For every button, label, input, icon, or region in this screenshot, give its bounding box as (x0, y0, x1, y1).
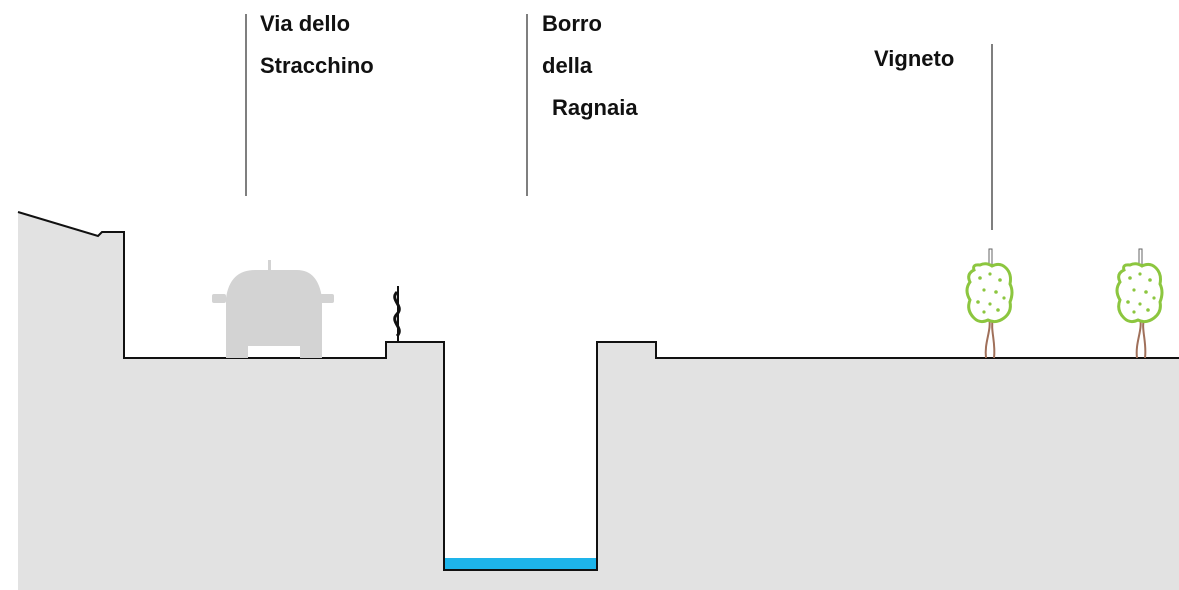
car-rear-icon (212, 260, 334, 358)
stream-water (445, 558, 596, 569)
ground-profile-line (17, 211, 1179, 571)
guard-railing-icon (393, 286, 401, 342)
stream-label-line1: Borro (542, 11, 602, 36)
vine-plant-icon (1115, 248, 1164, 359)
vine-plant-icon (965, 248, 1014, 359)
stream-label-line2: della (542, 53, 593, 78)
vineyard-label: Vigneto (874, 46, 955, 71)
road-label-line1: Via dello (260, 11, 351, 36)
stream-label-line3: Ragnaia (552, 95, 638, 120)
ground-section (18, 212, 1179, 590)
road-label-line2: Stracchino (260, 53, 374, 78)
